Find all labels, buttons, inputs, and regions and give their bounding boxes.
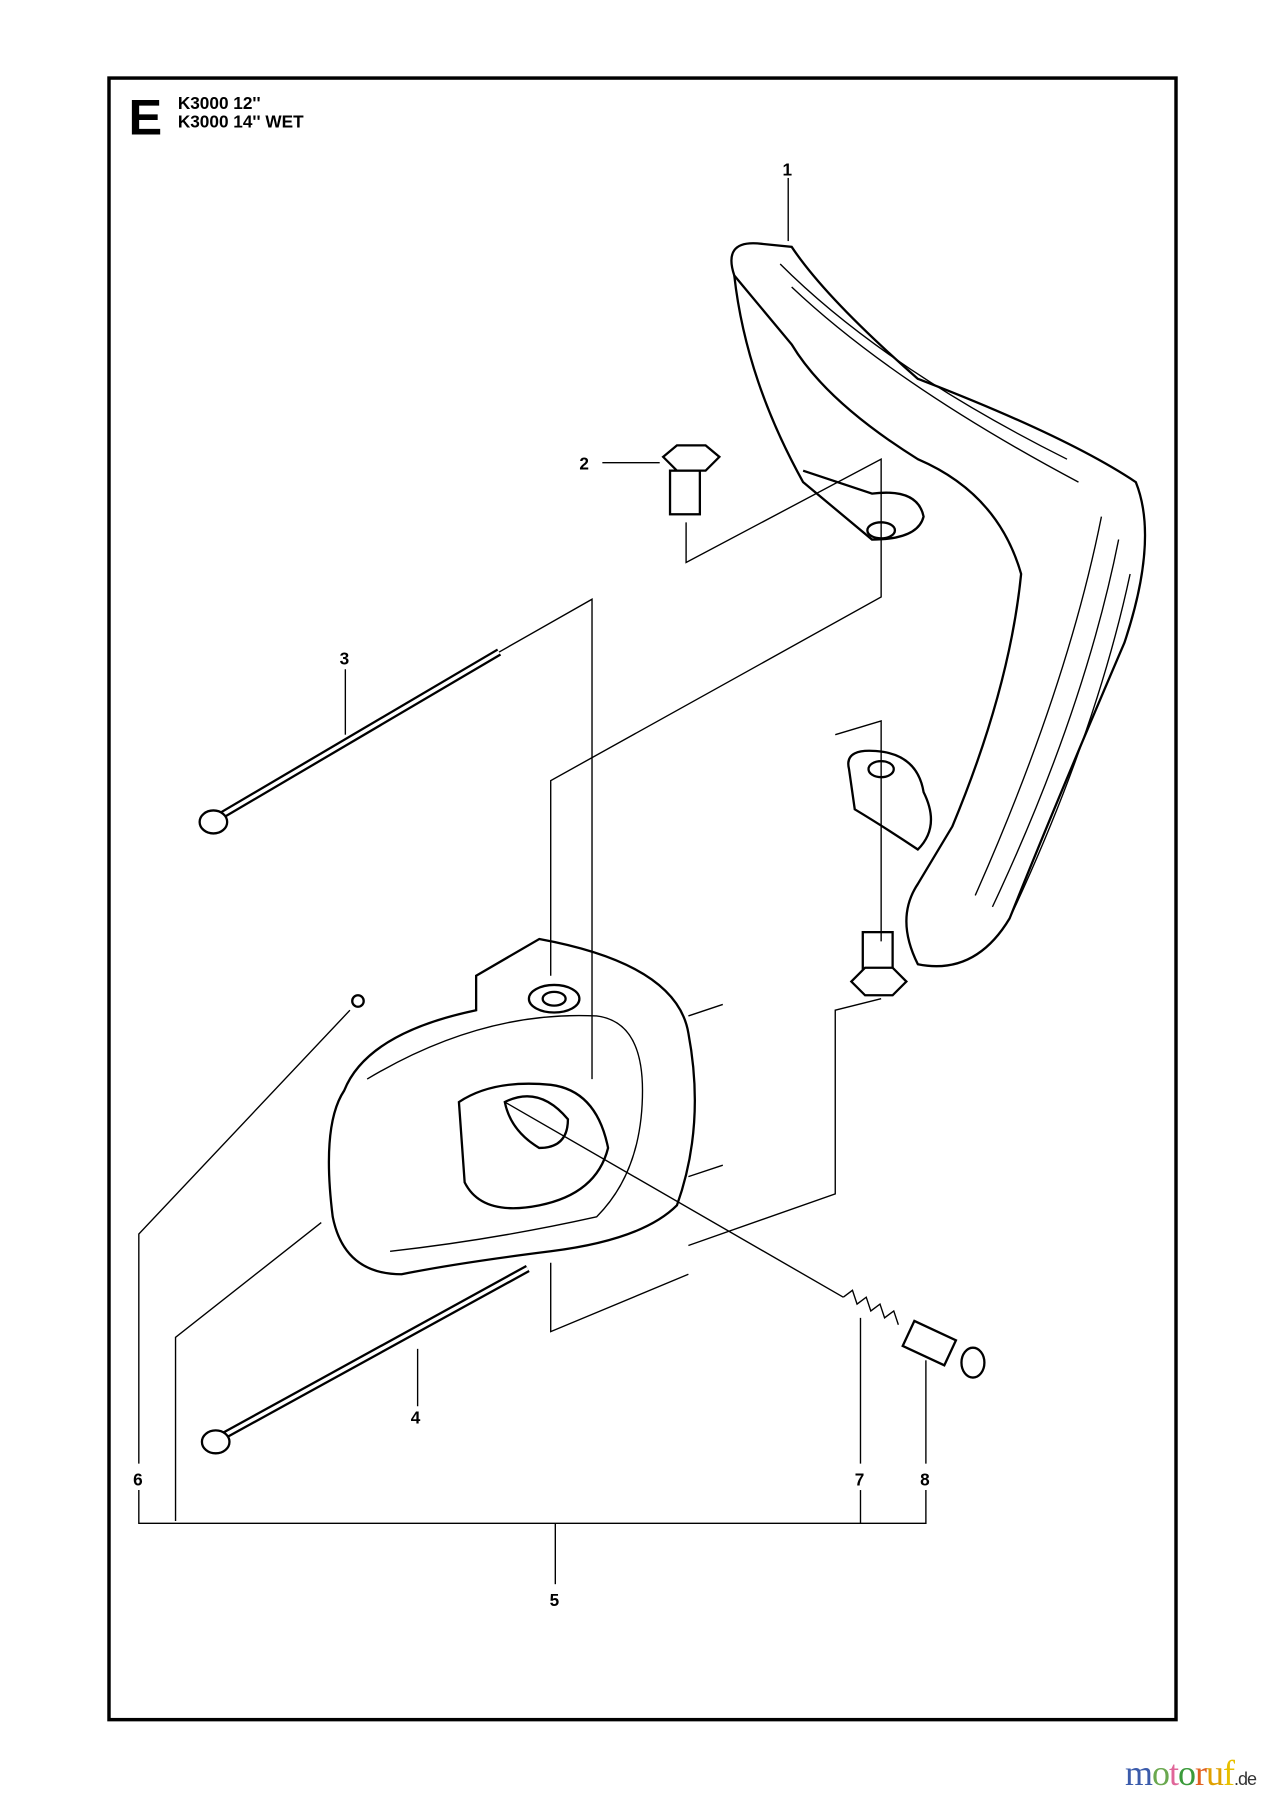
bolt-lower: [849, 930, 909, 997]
callout-5: 5: [550, 1590, 560, 1610]
watermark-logo: motoruf.de: [1125, 1753, 1257, 1793]
bolt: [661, 444, 722, 516]
front-handle: [730, 242, 1147, 968]
callout-8: 8: [920, 1469, 930, 1489]
pin: [351, 994, 365, 1008]
spring: [842, 1289, 900, 1325]
adjusting-knob: [901, 1319, 986, 1379]
section-letter: E: [129, 88, 163, 145]
leader-lines: [138, 177, 927, 1585]
long-screw-upper: [198, 648, 502, 835]
callout-3: 3: [340, 649, 350, 669]
long-screw-lower: [200, 1264, 530, 1455]
model-line-2: K3000 14'' WET: [178, 111, 304, 131]
diagram-frame: [107, 76, 1178, 1722]
callout-6: 6: [133, 1469, 143, 1489]
model-line-1: K3000 12'': [178, 93, 261, 113]
callout-7: 7: [855, 1469, 865, 1489]
handle-bracket-housing: [327, 937, 724, 1276]
callout-1: 1: [782, 160, 792, 180]
callout-2: 2: [579, 454, 589, 474]
callout-4: 4: [411, 1407, 421, 1427]
